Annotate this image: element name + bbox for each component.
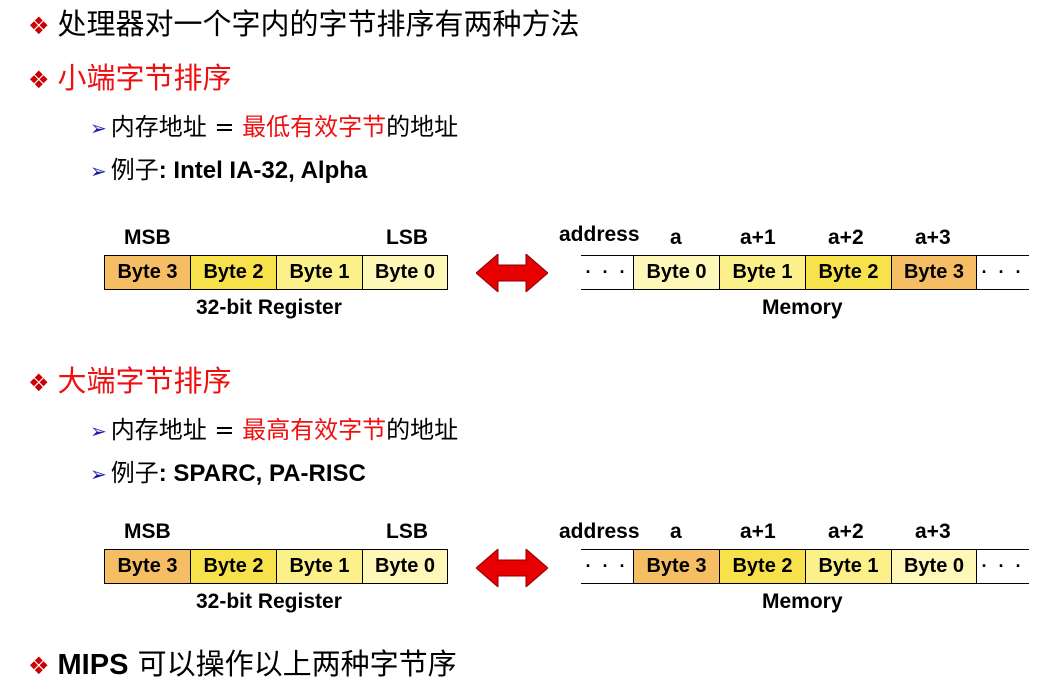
- big-register: Byte 3 Byte 2 Byte 1 Byte 0: [104, 549, 448, 584]
- mips-text: 可以操作以上两种字节序: [128, 647, 457, 681]
- heading-text: 处理器对一个字内的字节排序有两种方法: [57, 7, 580, 41]
- memory-byte-cell: Byte 1: [805, 549, 892, 584]
- big-endian-address-line: ➢内存地址 = 最高有效字节的地址: [90, 415, 458, 446]
- msb-label: MSB: [124, 226, 171, 249]
- address-label: 内存地址 =: [110, 416, 243, 444]
- memory-caption: Memory: [762, 296, 843, 319]
- register-byte-cell: Byte 2: [190, 549, 277, 584]
- diamond-bullet-icon: ❖: [28, 66, 50, 94]
- lsb-label: LSB: [386, 520, 428, 543]
- address-caption: address: [559, 520, 640, 543]
- mips-label: MIPS: [57, 649, 129, 681]
- memory-dots: · · ·: [585, 262, 629, 282]
- addr-a-plus-2: a+2: [828, 520, 864, 543]
- heading-byte-order: ❖处理器对一个字内的字节排序有两种方法: [28, 6, 580, 44]
- memory-byte-cell: Byte 1: [719, 255, 806, 290]
- memory-byte-cell: Byte 0: [891, 549, 977, 584]
- memory-byte-cell: Byte 2: [805, 255, 892, 290]
- register-byte-cell: Byte 1: [276, 549, 363, 584]
- address-red-text: 最高有效字节: [242, 416, 387, 444]
- lsb-label: LSB: [386, 226, 428, 249]
- big-memory: · · · Byte 3 Byte 2 Byte 1 Byte 0 · · ·: [581, 549, 1029, 584]
- arrow-bullet-icon: ➢: [90, 462, 107, 486]
- addr-a: a: [670, 520, 682, 543]
- addr-a-plus-1: a+1: [740, 226, 776, 249]
- little-endian-example-line: ➢例子: Intel IA-32, Alpha: [90, 155, 367, 186]
- double-arrow-icon: [476, 549, 548, 587]
- register-byte-cell: Byte 0: [362, 549, 448, 584]
- example-label: 例子: [110, 459, 159, 487]
- example-label: 例子: [110, 156, 159, 184]
- register-caption: 32-bit Register: [196, 590, 342, 613]
- memory-byte-cell: Byte 0: [633, 255, 720, 290]
- arrow-bullet-icon: ➢: [90, 116, 107, 140]
- little-memory: · · · Byte 0 Byte 1 Byte 2 Byte 3 · · ·: [581, 255, 1029, 290]
- memory-dots: · · ·: [981, 262, 1025, 282]
- diamond-bullet-icon: ❖: [28, 369, 50, 397]
- address-red-text: 最低有效字节: [242, 113, 387, 141]
- example-value: : SPARC, PA-RISC: [158, 460, 366, 487]
- memory-byte-cell: Byte 3: [633, 549, 720, 584]
- register-byte-cell: Byte 2: [190, 255, 277, 290]
- addr-a-plus-3: a+3: [915, 520, 951, 543]
- register-byte-cell: Byte 0: [362, 255, 448, 290]
- addr-a-plus-1: a+1: [740, 520, 776, 543]
- addr-a-plus-3: a+3: [915, 226, 951, 249]
- addr-a-plus-2: a+2: [828, 226, 864, 249]
- address-suffix: 的地址: [386, 416, 459, 444]
- mips-line: ❖MIPS 可以操作以上两种字节序: [28, 646, 457, 684]
- memory-byte-cell: Byte 3: [891, 255, 977, 290]
- address-label: 内存地址 =: [110, 113, 243, 141]
- msb-label: MSB: [124, 520, 171, 543]
- diamond-bullet-icon: ❖: [28, 652, 50, 680]
- address-suffix: 的地址: [386, 113, 459, 141]
- register-caption: 32-bit Register: [196, 296, 342, 319]
- addr-a: a: [670, 226, 682, 249]
- little-register: Byte 3 Byte 2 Byte 1 Byte 0: [104, 255, 448, 290]
- diamond-bullet-icon: ❖: [28, 12, 50, 40]
- register-byte-cell: Byte 1: [276, 255, 363, 290]
- register-byte-cell: Byte 3: [104, 549, 191, 584]
- little-endian-heading: ❖小端字节排序: [28, 60, 232, 98]
- memory-dots: · · ·: [585, 556, 629, 576]
- memory-dots: · · ·: [981, 556, 1025, 576]
- big-endian-example-line: ➢例子: SPARC, PA-RISC: [90, 458, 366, 489]
- double-arrow-icon: [476, 254, 548, 292]
- example-value: : Intel IA-32, Alpha: [158, 157, 368, 184]
- little-endian-address-line: ➢内存地址 = 最低有效字节的地址: [90, 112, 458, 143]
- arrow-bullet-icon: ➢: [90, 419, 107, 443]
- big-endian-title: 大端字节排序: [57, 364, 232, 398]
- memory-byte-cell: Byte 2: [719, 549, 806, 584]
- arrow-bullet-icon: ➢: [90, 159, 107, 183]
- register-byte-cell: Byte 3: [104, 255, 191, 290]
- big-endian-heading: ❖大端字节排序: [28, 363, 232, 401]
- little-endian-title: 小端字节排序: [57, 61, 232, 95]
- address-caption: address: [559, 223, 640, 246]
- memory-caption: Memory: [762, 590, 843, 613]
